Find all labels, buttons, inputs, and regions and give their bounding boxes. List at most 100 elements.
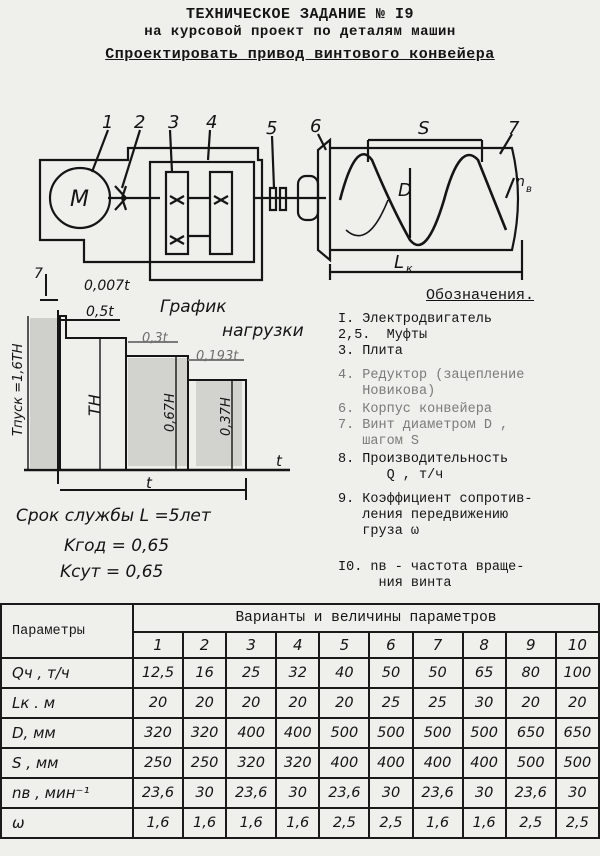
cell: 500 <box>504 747 557 779</box>
cell: 50 <box>368 657 414 689</box>
legend-item-housing: 6. Корпус конвейера <box>338 402 492 417</box>
variant-number: 8 <box>461 631 507 659</box>
variant-number: 2 <box>181 631 228 659</box>
cell: 25 <box>368 687 414 719</box>
variant-number: 6 <box>368 631 414 659</box>
cell: 400 <box>368 747 414 779</box>
k-day: Kсут = 0,65 <box>60 562 164 582</box>
cell: 2,5 <box>554 807 600 839</box>
cell: 1,6 <box>132 807 184 839</box>
legend-item-reducer: 4. Редуктор (зацепление Новикова) <box>338 368 525 399</box>
cell: 23,6 <box>318 777 371 809</box>
legend-item-plate: 3. Плита <box>338 344 403 359</box>
variant-number: 4 <box>275 631 321 659</box>
cell: 1,6 <box>225 807 278 839</box>
legend-item-rotation: I0. nв - частота враще- ния винта <box>338 560 525 591</box>
cell: 500 <box>461 717 507 749</box>
cell: 23,6 <box>411 777 464 809</box>
cell: 30 <box>275 777 321 809</box>
legend-item-screw: 7. Винт диаметром D , шагом S <box>338 418 509 449</box>
label-05t: 0,5t <box>86 304 114 320</box>
service-life: Срок службы L =5лет <box>16 506 211 526</box>
variant-number: 10 <box>554 631 600 659</box>
cell: 20 <box>132 687 184 719</box>
assignment-task: Спроектировать привод винтового конвейер… <box>105 46 495 63</box>
part-number-6: 6 <box>310 116 321 137</box>
cell: 500 <box>368 717 414 749</box>
cell: 23,6 <box>504 777 557 809</box>
part-number-2: 2 <box>134 112 145 133</box>
total-t-label: t <box>146 474 153 492</box>
rotation-label: n <box>516 174 525 190</box>
table-row: nв , мин⁻¹ 23,6 30 23,6 30 23,6 30 23,6 … <box>0 777 600 809</box>
cell: 500 <box>554 747 600 779</box>
cell: 400 <box>275 717 321 749</box>
cell: 100 <box>554 657 600 689</box>
cell: 400 <box>225 717 278 749</box>
table-row: Lк . м 20 20 20 20 20 25 25 30 20 20 <box>0 687 600 719</box>
table-row: S , мм 250 250 320 320 400 400 400 400 5… <box>0 747 600 779</box>
drive-schematic: M 1 2 3 4 5 6 7 S D n в L к <box>38 112 532 282</box>
cell: 23,6 <box>132 777 184 809</box>
cell: 40 <box>318 657 371 689</box>
cell: 32 <box>275 657 321 689</box>
part-number-7: 7 <box>508 118 520 139</box>
cell: 400 <box>411 747 464 779</box>
assignment-title: ТЕХНИЧЕСКОЕ ЗАДАНИЕ № I9 <box>185 6 415 23</box>
cell: 20 <box>504 687 557 719</box>
cell: 30 <box>461 777 507 809</box>
cell: 23,6 <box>225 777 278 809</box>
length-label: L <box>394 252 404 273</box>
cell: 2,5 <box>368 807 414 839</box>
label-037h: 0,37H <box>219 397 234 436</box>
label-067h: 0,67H <box>163 393 178 432</box>
motor-label: M <box>70 187 89 212</box>
legend-item-resistance: 9. Коэффициент сопротив- ления передвиже… <box>338 492 533 539</box>
cell: 650 <box>504 717 557 749</box>
label-0193t: 0,193t <box>196 349 239 364</box>
cell: 1,6 <box>461 807 507 839</box>
cell: 650 <box>554 717 600 749</box>
axis-t-label: t <box>276 452 283 470</box>
part-number-5: 5 <box>266 118 277 139</box>
cell: 1,6 <box>275 807 321 839</box>
screw-diameter-label: D <box>398 180 412 201</box>
variant-number: 1 <box>132 631 184 659</box>
legend-title: Обозначения. <box>426 287 535 304</box>
table-row: Qч , т/ч 12,5 16 25 32 40 50 50 65 80 10… <box>0 657 600 689</box>
part-number-4: 4 <box>206 112 217 133</box>
cell: 250 <box>132 747 184 779</box>
label-007t: 0,007t <box>84 278 130 294</box>
row-name: D, мм <box>0 717 134 749</box>
cell: 20 <box>225 687 278 719</box>
variant-number: 7 <box>411 631 464 659</box>
cell: 50 <box>411 657 464 689</box>
label-tpusk: Tпуск =1,6TH <box>11 343 26 436</box>
variant-number: 9 <box>504 631 557 659</box>
cell: 30 <box>554 777 600 809</box>
param-header: Параметры <box>0 603 134 659</box>
cell: 1,6 <box>181 807 228 839</box>
parameter-table: Параметры Варианты и величины параметров… <box>0 603 600 839</box>
cell: 30 <box>461 687 507 719</box>
cell: 20 <box>318 687 371 719</box>
row-name: Qч , т/ч <box>0 657 134 689</box>
k-year: Kгод = 0,65 <box>64 536 170 556</box>
graph-title-line2: нагрузки <box>222 321 304 341</box>
length-sub: к <box>406 262 413 275</box>
cell: 500 <box>318 717 371 749</box>
cell: 12,5 <box>132 657 184 689</box>
cell: 2,5 <box>318 807 371 839</box>
row-name: S , мм <box>0 747 134 779</box>
screw-step-label: S <box>418 118 429 139</box>
cell: 400 <box>318 747 371 779</box>
label-th: TH <box>85 394 104 416</box>
legend-item-motor: I. Электродвигатель <box>338 312 492 327</box>
cell: 25 <box>225 657 278 689</box>
part-number-3: 3 <box>168 112 179 133</box>
row-name: nв , мин⁻¹ <box>0 777 134 809</box>
cell: 25 <box>411 687 464 719</box>
row-name: Lк . м <box>0 687 134 719</box>
cell: 30 <box>181 777 228 809</box>
